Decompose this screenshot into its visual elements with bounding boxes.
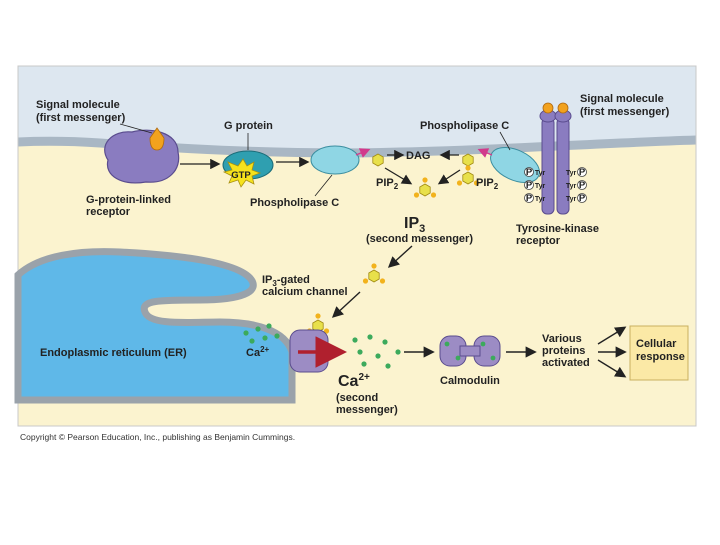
p-tag: P [579,167,586,178]
calcium-ions-cytosol [352,334,401,369]
gtp-star [222,158,262,188]
response-label: response [636,351,685,363]
p-tag: P [579,180,586,191]
cellular-response-box [629,325,689,381]
tyr-label: Tyr [535,196,546,203]
extracellular-space [18,66,696,153]
ca-second-messenger-label-2: messenger) [336,404,398,416]
phospholipase-c-upper-label: Phospholipase C [420,120,509,132]
copyright-text: Copyright © Pearson Education, Inc., pub… [20,432,295,442]
endoplasmic-reticulum [14,248,296,404]
arrow-to-response-down [597,359,627,378]
activated-label: activated [542,357,590,369]
tyrosine-phosphate-tags: P P P P P P Tyr Tyr Tyr Tyr Tyr Tyr [524,167,587,204]
arrow-ip3-to-er [387,245,413,268]
tyr-label: Tyr [566,183,577,190]
first-messenger-left-label: (first messenger) [36,112,126,124]
pip2-molecule-right [462,153,474,167]
gtp-label: GTP [231,170,251,181]
pip2-molecule-left [372,153,384,167]
p-tag: P [526,180,533,191]
p-tag: P [579,193,586,204]
pip2-right-label: PIP2 [476,177,499,191]
tyr-label: Tyr [535,183,546,190]
arrow-ip3-to-channel [331,291,361,318]
ca-big-label: Ca2+ [338,372,370,390]
calmodulin-label: Calmodulin [440,375,500,387]
arrow-to-response-up [597,326,627,345]
calcium-ions-er [243,323,280,344]
ip3-label: IP3 [404,215,425,235]
dag-label: DAG [406,150,430,162]
arrow-pip2-to-ip3-right [437,169,461,185]
signal-molecule-right-label: Signal molecule [580,93,664,105]
tyr-label: Tyr [535,170,546,177]
ip3-second-messenger-label: (second messenger) [366,233,473,245]
arrow-pip2-to-ip3 [384,167,413,185]
p-tag: P [526,193,533,204]
tyr-label: Tyr [566,196,577,203]
pip2-left-label: PIP2 [376,177,399,191]
arrow-plc-cleave-right [477,148,493,158]
p-tag: P [526,167,533,178]
er-label: Endoplasmic reticulum (ER) [40,347,187,359]
ca-second-messenger-label-1: (second [336,392,378,404]
phospholipase-c-left [310,145,360,175]
signal-molecule-left [149,127,165,151]
tyr-label: Tyr [566,170,577,177]
first-messenger-right-label: (first messenger) [580,106,670,118]
various-label: Various [542,333,582,345]
calcium-channel-label: calcium channel [262,286,348,298]
ip3-gated-label: IP3-gated [262,274,310,288]
phospholipase-c-lower-label: Phospholipase C [250,197,339,209]
proteins-label: proteins [542,345,585,357]
g-protein-label: G protein [224,120,273,132]
tyrosine-kinase-receptor [539,102,572,215]
g-protein-linked-receptor-label: G-protein-linked [86,194,171,206]
tyrosine-kinase-receptor-label: receptor [516,235,561,247]
signal-molecule-left-label: Signal molecule [36,99,120,111]
cellular-label: Cellular [636,338,677,350]
receptor-label: receptor [86,206,131,218]
g-protein-linked-receptor [104,129,180,184]
tyrosine-kinase-label: Tyrosine-kinase [516,223,599,235]
arrow-plc-cleave-left [355,148,371,158]
calmodulin-protein [439,335,501,367]
ca-small-label: Ca2+ [246,345,270,359]
